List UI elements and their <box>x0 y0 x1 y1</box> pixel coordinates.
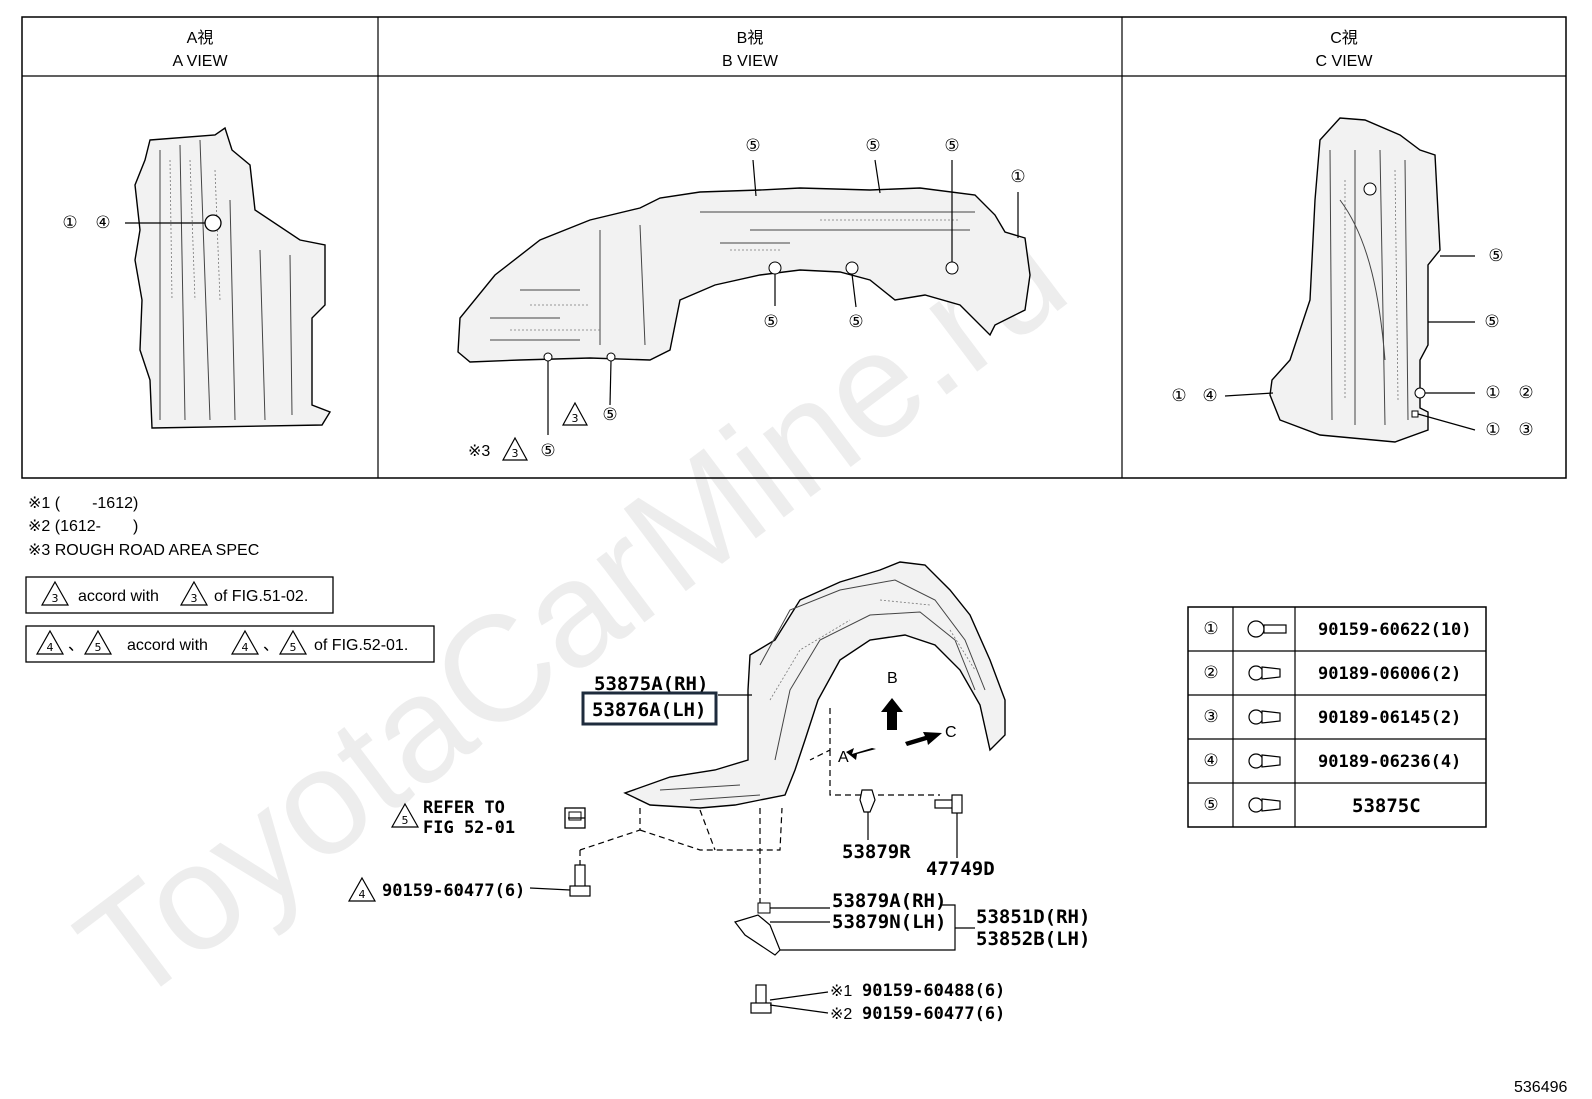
callout-2: ② <box>1518 383 1533 403</box>
b-view-jp-label: B視 <box>737 29 764 47</box>
part-number-liner-lh: 53876A(LH) <box>592 699 706 721</box>
b-view-label: B VIEW <box>722 53 779 70</box>
triangle-3-label: 3 <box>512 447 519 460</box>
footnote-1: ※1 ( -1612) <box>28 495 138 512</box>
callout-5: ⑤ <box>1484 312 1499 332</box>
callout-5: ⑤ <box>1488 246 1503 266</box>
table-row-number: ① <box>1203 619 1218 639</box>
part-number-bracket-lh: 53879N(LH) <box>832 911 946 933</box>
a-view-jp-label: A視 <box>187 29 214 47</box>
accord-reference: of FIG.51-02. <box>214 588 308 605</box>
refer-figure-label: FIG 52-01 <box>423 818 515 838</box>
triangle-4-label: 4 <box>242 641 249 654</box>
callout-5: ⑤ <box>602 405 617 425</box>
triangle-4-label: 4 <box>47 641 54 654</box>
accord-box-1: 3 accord with 3 of FIG.51-02. <box>25 576 334 614</box>
fastener-table: ① 90159-60622(10) ② 90189-06006(2) ③ 901… <box>1187 606 1487 828</box>
part-number-seal-lh: 53852B(LH) <box>976 928 1090 950</box>
part-number-seal-rh: 53851D(RH) <box>976 906 1090 928</box>
callout-1: ① <box>62 213 77 233</box>
figure-id: 536496 <box>1514 1079 1567 1096</box>
callout-1: ① <box>1171 386 1186 406</box>
arrow-c-label: C <box>945 724 957 741</box>
table-row-number: ④ <box>1203 751 1218 771</box>
triangle-4-label: 4 <box>359 888 366 901</box>
part-number-bolt: 90159-60477(6) <box>382 881 525 901</box>
table-part-number: 90159-60622(10) <box>1318 620 1472 640</box>
separator: 、 <box>263 637 279 654</box>
triangle-5-label: 5 <box>95 641 102 654</box>
callout-5: ⑤ <box>763 312 778 332</box>
callout-3: ③ <box>1518 420 1533 440</box>
part-number-bolt-2: 90159-60477(6) <box>862 1004 1005 1024</box>
footnote-2-marker: ※2 <box>830 1006 852 1023</box>
table-part-number: 53875C <box>1352 795 1421 817</box>
clip-icon <box>1248 709 1281 725</box>
callout-4: ④ <box>1202 386 1217 406</box>
main-part-labels: 53875A(RH) 53876A(LH) 5 REFER TO FIG 52-… <box>347 673 1090 1024</box>
clip-icon <box>1248 753 1281 769</box>
a-view-drawing: ① ④ <box>62 126 332 429</box>
part-number-clip-r: 53879R <box>842 841 911 863</box>
arrow-b-label: B <box>887 670 898 687</box>
accord-box-2: 4 、 5 accord with 4 、 5 of FIG.52-01. <box>25 625 435 663</box>
triangle-3-label: 3 <box>52 592 59 605</box>
view-table: A視 A VIEW B視 B VIEW C視 C VIEW <box>21 16 1567 479</box>
bolt-icon <box>934 794 963 814</box>
callout-1: ① <box>1485 420 1500 440</box>
part-number-bolt-1: 90159-60488(6) <box>862 981 1005 1001</box>
triangle-5-label: 5 <box>402 814 409 827</box>
table-row-number: ③ <box>1203 707 1218 727</box>
footnote-3: ※3 ROUGH ROAD AREA SPEC <box>28 542 259 559</box>
c-view-drawing: ⑤ ⑤ ① ② ① ③ ① ④ <box>1171 117 1534 443</box>
clip-icon <box>1248 797 1281 813</box>
c-view-label: C VIEW <box>1316 53 1374 70</box>
clip-icon <box>1248 665 1281 681</box>
bolt-icon <box>1247 620 1287 638</box>
table-part-number: 90189-06145(2) <box>1318 708 1461 728</box>
table-part-number: 90189-06006(2) <box>1318 664 1461 684</box>
rough-road-ref: ※3 <box>468 443 490 460</box>
separator: 、 <box>68 637 84 654</box>
bracket-icon <box>733 902 781 956</box>
accord-text: accord with <box>127 637 208 654</box>
triangle-3-label: 3 <box>572 412 579 425</box>
arrow-a-label: A <box>838 749 849 766</box>
footnote-1-marker: ※1 <box>830 983 852 1000</box>
part-number-bracket-rh: 53879A(RH) <box>832 890 946 912</box>
callout-5: ⑤ <box>745 136 760 156</box>
clip-icon <box>859 789 876 813</box>
c-view-jp-label: C視 <box>1330 29 1358 47</box>
accord-text: accord with <box>78 588 159 605</box>
callout-1: ① <box>1010 167 1025 187</box>
callout-5: ⑤ <box>848 312 863 332</box>
main-liner-drawing: B A C <box>529 561 1006 1014</box>
footnote-2: ※2 (1612- ) <box>28 518 138 535</box>
table-row-number: ② <box>1203 663 1218 683</box>
bolt-icon <box>750 984 772 1014</box>
callout-5: ⑤ <box>540 441 555 461</box>
table-row-number: ⑤ <box>1203 795 1218 815</box>
callout-5: ⑤ <box>944 136 959 156</box>
bolt-icon <box>569 864 591 897</box>
table-part-number: 90189-06236(4) <box>1318 752 1461 772</box>
part-number-clip-d: 47749D <box>926 858 995 880</box>
part-number-liner-rh: 53875A(RH) <box>594 673 708 695</box>
callout-4: ④ <box>95 213 110 233</box>
accord-reference: of FIG.52-01. <box>314 637 408 654</box>
footnotes: ※1 ( -1612) ※2 (1612- ) ※3 ROUGH ROAD AR… <box>28 495 259 559</box>
refer-label: REFER TO <box>423 798 505 818</box>
callout-1: ① <box>1485 383 1500 403</box>
callout-5: ⑤ <box>865 136 880 156</box>
b-view-drawing: ⑤ ⑤ ⑤ ① ⑤ ⑤ 3 ⑤ ※3 3 ⑤ <box>457 136 1031 461</box>
triangle-5-label: 5 <box>290 641 297 654</box>
a-view-label: A VIEW <box>172 53 228 70</box>
triangle-3-label: 3 <box>191 592 198 605</box>
